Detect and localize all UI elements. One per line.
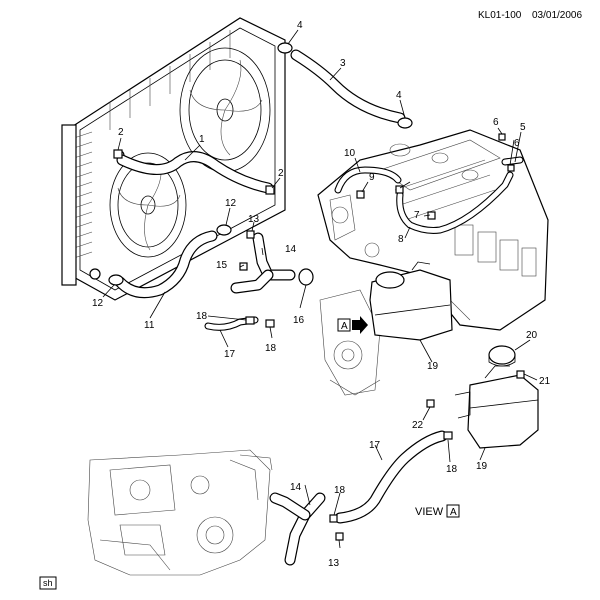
footer-tag: sh (39, 576, 57, 590)
view-label-text: VIEW (415, 506, 444, 518)
callout-18: 18 (196, 311, 208, 322)
callout-14: 14 (290, 482, 302, 493)
callout-numbers: 1 2 2 3 4 4 5 6 6 7 8 9 10 11 12 12 13 1… (92, 20, 551, 569)
callout-22: 22 (412, 420, 424, 431)
callout-1: 1 (199, 134, 205, 145)
pipe-14 (230, 232, 296, 294)
pipe-14-lower (269, 492, 326, 566)
coolant-reservoir-main (369, 261, 453, 341)
callout-14: 14 (285, 244, 297, 255)
callout-13: 13 (328, 558, 340, 569)
callout-20: 20 (526, 330, 538, 341)
callout-15: 15 (216, 260, 228, 271)
callout-18: 18 (334, 485, 346, 496)
callout-7: 7 (414, 210, 420, 221)
callout-3: 3 (340, 58, 346, 69)
coolant-reservoir-detail (454, 345, 539, 449)
heater-hose-top (290, 49, 406, 124)
callout-19: 19 (476, 461, 488, 472)
view-a-marker-letter: A (341, 321, 348, 332)
callout-4: 4 (396, 90, 402, 101)
callout-6: 6 (493, 117, 499, 128)
callout-10: 10 (344, 148, 356, 159)
hose-8 (396, 156, 524, 234)
callout-11: 11 (144, 320, 155, 331)
callout-8: 8 (398, 234, 404, 245)
engine-view-a (87, 449, 273, 576)
upper-radiator-hose (116, 151, 274, 194)
callout-2: 2 (278, 168, 284, 179)
diagram-date: 03/01/2006 (532, 10, 582, 21)
callout-6: 6 (514, 138, 520, 149)
callout-9: 9 (369, 172, 375, 183)
view-a-marker: A (337, 316, 368, 334)
view-a-label: VIEW A (415, 504, 460, 518)
callout-5: 5 (520, 122, 526, 133)
callout-13: 13 (248, 214, 260, 225)
callout-16: 16 (293, 315, 305, 326)
hose-10 (334, 166, 402, 194)
callout-18: 18 (265, 343, 277, 354)
view-label-letter: A (450, 507, 457, 518)
footer-tag-text: sh (43, 578, 53, 588)
hose-17-lower (334, 430, 448, 524)
diagram-code: KL01-100 (478, 10, 522, 21)
lower-radiator-hose (114, 230, 218, 299)
callout-4: 4 (297, 20, 303, 31)
leader-lines (102, 29, 538, 549)
callout-17: 17 (224, 349, 236, 360)
callout-17: 17 (369, 440, 381, 451)
callout-21: 21 (539, 376, 551, 387)
callout-18: 18 (446, 464, 458, 475)
callout-12: 12 (225, 198, 237, 209)
callout-12: 12 (92, 298, 104, 309)
hose-17-upper (204, 316, 259, 331)
callout-2: 2 (118, 127, 124, 138)
callout-19: 19 (427, 361, 439, 372)
clamps (108, 42, 525, 541)
